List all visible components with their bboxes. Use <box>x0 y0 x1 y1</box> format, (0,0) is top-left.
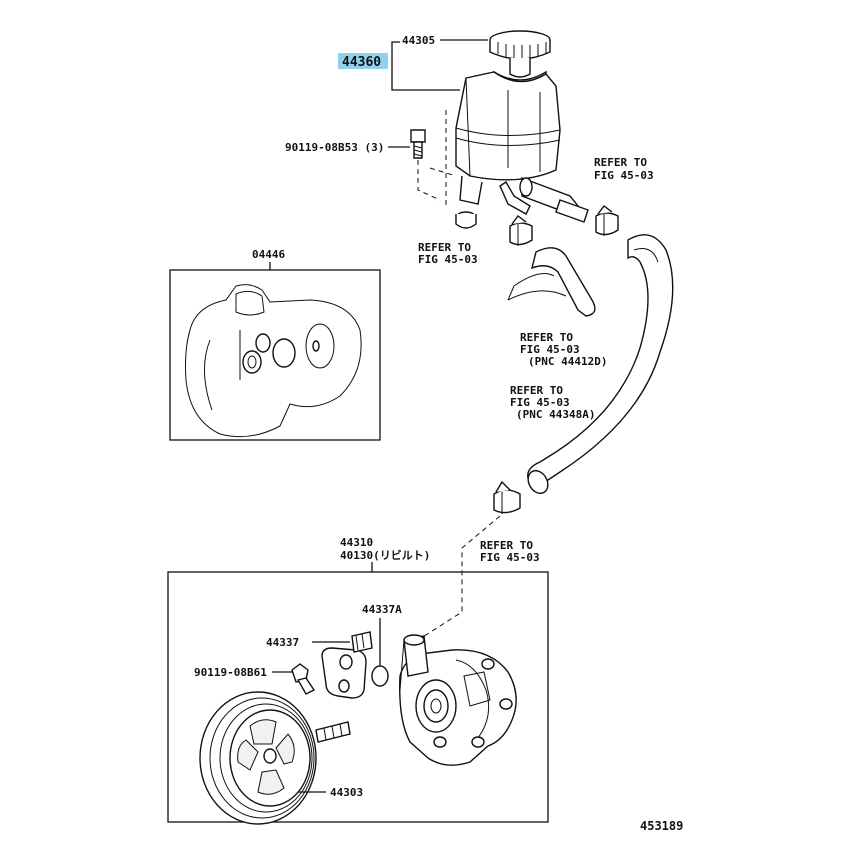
hose-clamp-tank-lower <box>509 215 533 246</box>
label-44305: 44305 <box>402 34 435 47</box>
pulley-44303 <box>199 691 317 825</box>
label-refer-tank-bottom: REFER TO FIG 45-03 <box>418 241 478 266</box>
label-refer-44348a: REFER TO FIG 45-03 (PNC 44348A) <box>510 384 595 421</box>
o-ring-seal <box>242 350 262 374</box>
o-ring-mid <box>255 333 271 353</box>
o-ring-small <box>312 340 320 352</box>
pump-assembly-box <box>167 571 549 823</box>
label-44337: 44337 <box>266 636 299 649</box>
label-40130: 40130(リビルト) <box>340 548 430 562</box>
hose-clamp-lower <box>493 480 521 514</box>
label-44360: 44360 <box>342 55 381 70</box>
leader-44360 <box>391 60 460 91</box>
label-90119-08b61: 90119-08B61 <box>194 666 267 679</box>
bolt-90119-08b61 <box>291 663 316 695</box>
return-hose <box>507 247 596 317</box>
label-refer-44412d: REFER TO FIG 45-03 (PNC 44412D) <box>520 331 607 368</box>
bolt-90119-08b53 <box>410 129 426 159</box>
label-44310: 44310 <box>340 536 373 549</box>
hose-clamp-tank-right <box>595 205 619 236</box>
reservoir-tank <box>455 30 589 229</box>
label-44337a: 44337A <box>362 603 402 616</box>
gasket-kit-box <box>169 269 381 441</box>
leader-44360-top <box>391 41 400 60</box>
o-ring-seal-inner <box>247 355 257 369</box>
pump-body <box>399 634 517 766</box>
union-44337 <box>321 631 373 699</box>
pump-shaft-thread <box>323 723 343 741</box>
o-ring-large <box>272 338 296 368</box>
guide-hose-to-pump <box>417 515 501 641</box>
label-refer-lower: REFER TO FIG 45-03 <box>480 539 540 564</box>
supply-hose <box>527 234 674 495</box>
label-44303: 44303 <box>330 786 363 799</box>
label-90119-08b53: 90119-08B53 (3) <box>285 141 384 154</box>
highlight-44360 <box>338 53 388 69</box>
label-refer-top-right: REFER TO FIG 45-03 <box>594 156 654 182</box>
label-04446: 04446 <box>252 248 285 261</box>
label-diagram-number: 453189 <box>640 819 683 833</box>
guide-bolt-to-tank <box>417 160 457 201</box>
o-ring-44337a <box>371 665 389 687</box>
gasket-kit-pump-outline <box>185 284 362 438</box>
